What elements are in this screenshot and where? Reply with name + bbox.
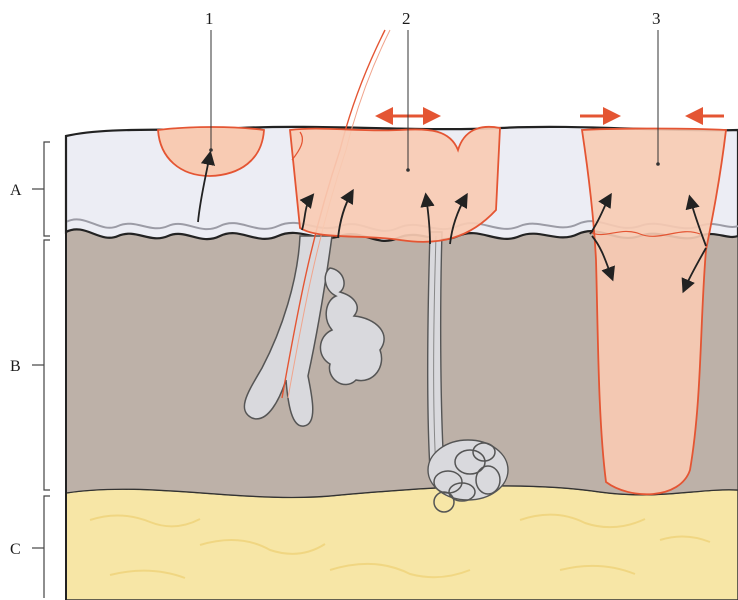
lesion-2 bbox=[290, 127, 500, 242]
label-2: 2 bbox=[402, 9, 411, 28]
bracket-a bbox=[32, 142, 50, 236]
bracket-b bbox=[32, 240, 50, 490]
label-1: 1 bbox=[205, 9, 214, 28]
layer-label-a: A bbox=[10, 182, 22, 199]
layer-label-b: B bbox=[10, 358, 21, 375]
layer-label-c: C bbox=[10, 541, 21, 558]
hypodermis-layer bbox=[66, 486, 738, 600]
label-3: 3 bbox=[652, 9, 661, 28]
bracket-c bbox=[32, 496, 50, 598]
